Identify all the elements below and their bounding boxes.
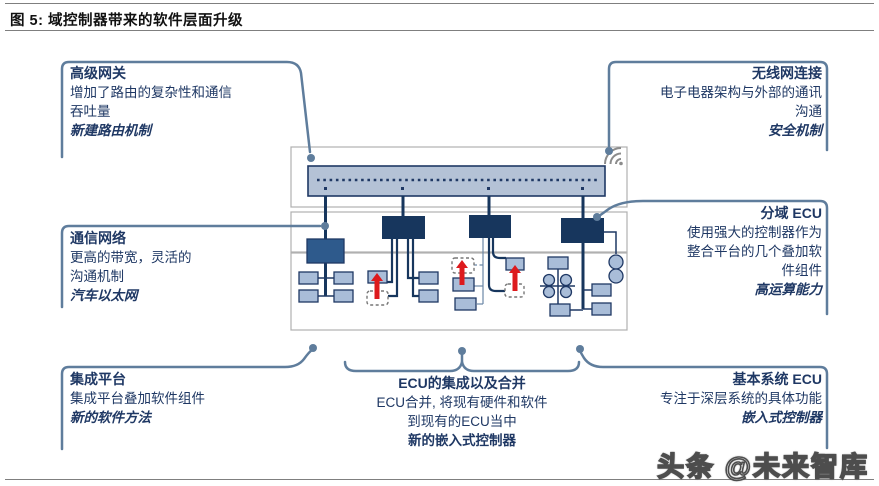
upgrade-arrow-icon (371, 273, 383, 299)
gateway-bus-bar (307, 165, 606, 197)
note-heading: 集成平台 (70, 371, 126, 387)
title-top-rule (5, 3, 874, 4)
note-line: 增加了路由的复杂性和通信 (70, 85, 232, 100)
merged-ecu-dashed-box (451, 257, 475, 274)
note-line: 吞吐量 (70, 104, 111, 119)
note-advanced-gateway: 高级网关 增加了路由的复杂性和通信 吞吐量 新建路由机制 (70, 64, 310, 140)
note-line: 更高的带宽，灵活的 (70, 250, 192, 265)
note-basic-system-ecu: 基本系统 ECU 专注于深层系统的具体功能 嵌入式控制器 (580, 370, 822, 427)
note-line: 使用强大的控制器作为 (687, 225, 822, 240)
note-heading: 通信网络 (70, 230, 126, 246)
note-line: 沟通机制 (70, 269, 124, 284)
component-cluster-4 (540, 231, 624, 317)
note-emphasis: 新的嵌入式控制器 (408, 433, 516, 448)
leader-wireless-connection (607, 60, 829, 152)
note-ecu-integration: ECU的集成以及合并 ECU合并, 将现有硬件和软件 到现有的ECU当中 新的嵌… (337, 374, 587, 450)
title-bottom-rule (5, 30, 874, 31)
domain-ecu-box-1 (382, 216, 425, 239)
upgrade-arrow-icon (456, 260, 468, 285)
domain-ecu-box-3 (561, 218, 604, 243)
note-line: 电子电器架构与外部的通讯 (660, 85, 822, 100)
ecu-boxes (306, 215, 604, 264)
note-emphasis: 新建路由机制 (70, 123, 151, 138)
bus-drop-lines (324, 196, 585, 296)
leader-domain-ecu (597, 199, 829, 316)
note-line: ECU合并, 将现有硬件和软件 (376, 395, 548, 410)
note-emphasis: 高运算能力 (754, 282, 823, 297)
note-emphasis: 新的软件方法 (70, 410, 151, 425)
component-cluster-1 (298, 271, 354, 303)
domain-ecu-box-2 (469, 215, 511, 238)
note-wireless-connection: 无线网连接 电子电器架构与外部的通讯 沟通 安全机制 (580, 64, 822, 140)
figure-title: 图 5: 域控制器带来的软件层面升级 (10, 13, 243, 29)
gateway-ecu-box (306, 238, 345, 264)
note-line: 件组件 (781, 263, 823, 278)
note-heading: 高级网关 (70, 65, 126, 81)
note-line: 整合平台的几个叠加软 (687, 244, 822, 259)
note-communication-network: 通信网络 更高的带宽，灵活的 沟通机制 汽车以太网 (70, 229, 280, 305)
note-emphasis: 安全机制 (768, 123, 822, 138)
leader-basic-system-ecu (578, 349, 829, 450)
leader-advanced-gateway (60, 60, 312, 159)
upgrade-arrow-icons (371, 260, 521, 299)
note-line: 沟通 (795, 104, 822, 119)
brace-ecu-integration (343, 360, 581, 373)
note-heading: 分域 ECU (760, 205, 822, 221)
note-line: 专注于深层系统的具体功能 (660, 391, 822, 406)
note-emphasis: 汽车以太网 (70, 288, 138, 303)
note-heading: 基本系统 ECU (732, 371, 822, 387)
leader-communication-network (60, 224, 322, 309)
note-heading: 无线网连接 (752, 65, 822, 81)
watermark: 头条 @未来智库 (656, 451, 869, 483)
note-emphasis: 嵌入式控制器 (741, 410, 822, 425)
page-bottom-rule (5, 479, 874, 480)
note-line: 集成平台叠加软件组件 (70, 391, 205, 406)
note-line: 到现有的ECU当中 (407, 414, 517, 429)
note-integration-platform: 集成平台 集成平台叠加软件组件 新的软件方法 (70, 370, 310, 427)
note-heading: ECU的集成以及合并 (398, 375, 526, 391)
leader-integration-platform (60, 348, 314, 451)
leader-dots (307, 147, 613, 355)
leader-lines (60, 60, 829, 451)
upgrade-arrow-icon (509, 265, 521, 291)
note-domain-ecu: 分域 ECU 使用强大的控制器作为 整合平台的几个叠加软 件组件 高运算能力 (592, 204, 822, 299)
